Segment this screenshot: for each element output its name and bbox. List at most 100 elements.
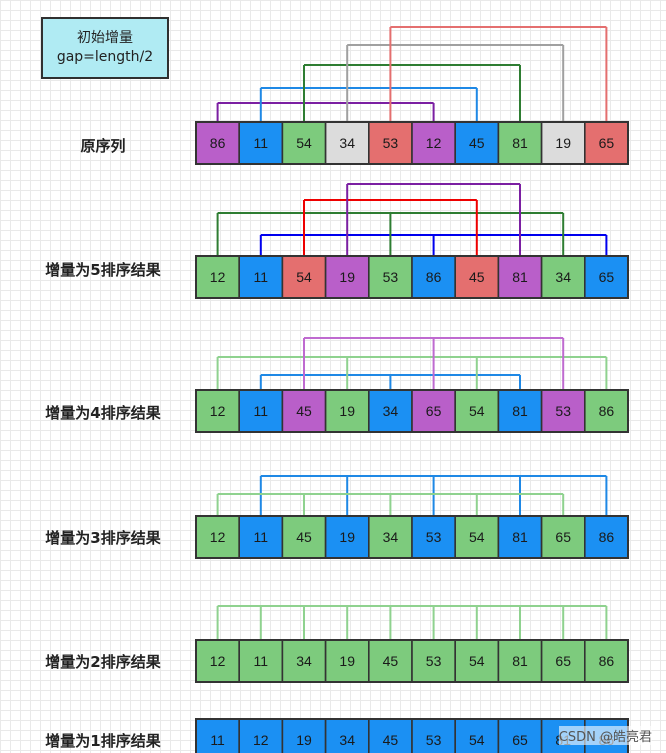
cell-value-r2-c3: 19 (339, 403, 355, 419)
cell-value-r5-c4: 45 (383, 732, 399, 748)
cell-value-r3-c7: 81 (512, 529, 528, 545)
cell-value-r3-c2: 45 (296, 529, 312, 545)
cell-value-r2-c5: 65 (426, 403, 442, 419)
bracket-r2-purple (303, 337, 565, 390)
bracket-r0-blue (259, 87, 478, 122)
bracket-r1-green (216, 212, 565, 256)
cell-r0-c1 (238, 121, 284, 165)
cell-value-r2-c4: 34 (383, 403, 399, 419)
cell-r3-c2 (281, 515, 327, 559)
bracket-r4-green (216, 605, 608, 640)
cell-value-r3-c1: 11 (254, 529, 269, 545)
cell-value-r2-c8: 53 (555, 403, 571, 419)
cell-value-r4-c1: 11 (254, 653, 269, 669)
cell-value-r3-c8: 65 (555, 529, 571, 545)
cell-value-r3-c0: 12 (210, 529, 226, 545)
cell-value-r2-c2: 45 (296, 403, 312, 419)
cell-value-r5-c5: 53 (426, 732, 442, 748)
cell-r1-c4 (367, 255, 413, 299)
cell-r0-c6 (454, 121, 500, 165)
cell-r2-c7 (497, 389, 543, 433)
cell-value-r5-c1: 12 (253, 732, 269, 748)
cell-value-r1-c4: 53 (383, 269, 399, 285)
row-label-gap5: 增量为5排序结果 (45, 261, 161, 279)
cell-value-r0-c6: 45 (469, 135, 485, 151)
bracket-r0-red (389, 26, 608, 122)
row-border-3 (195, 515, 629, 559)
cell-value-r4-c3: 19 (339, 653, 355, 669)
cell-value-r3-c9: 86 (599, 529, 615, 545)
cell-value-r0-c1: 11 (254, 135, 269, 151)
row-label-gap4: 增量为4排序结果 (45, 404, 161, 422)
row-label-gap3: 增量为3排序结果 (45, 529, 161, 547)
cell-r2-c8 (540, 389, 586, 433)
row-border-2 (195, 389, 629, 433)
cell-value-r0-c8: 19 (555, 135, 571, 151)
row-label-gap1: 增量为1排序结果 (45, 732, 161, 750)
cell-value-r2-c7: 81 (512, 403, 528, 419)
cell-value-r1-c2: 54 (296, 269, 312, 285)
cell-value-r1-c3: 19 (339, 269, 355, 285)
cell-r5-c5 (411, 718, 457, 753)
cell-value-r2-c0: 12 (210, 403, 226, 419)
row-border-1 (195, 255, 629, 299)
cell-value-r0-c7: 81 (512, 135, 528, 151)
cell-value-r1-c1: 11 (254, 269, 269, 285)
cell-value-r1-c5: 86 (426, 269, 442, 285)
cell-value-r0-c9: 65 (599, 135, 615, 151)
cell-value-r0-c4: 53 (383, 135, 399, 151)
initial-gap-formula: gap=length/2 (56, 49, 154, 65)
cell-r1-c3 (324, 255, 370, 299)
initial-gap-box: 初始增量 gap=length/2 (41, 17, 169, 79)
cell-r2-c4 (367, 389, 413, 433)
cell-r1-c6 (454, 255, 500, 299)
row-border-0 (195, 121, 629, 165)
cell-value-r1-c0: 12 (210, 269, 226, 285)
cell-value-r4-c9: 86 (599, 653, 615, 669)
cell-value-r4-c5: 53 (426, 653, 442, 669)
bracket-r0-green (303, 64, 521, 122)
cell-value-r1-c6: 45 (469, 269, 485, 285)
cell-value-r1-c7: 81 (512, 269, 528, 285)
bracket-r2-blue (259, 374, 521, 390)
cell-value-r4-c2: 34 (296, 653, 312, 669)
cell-r3-c5 (411, 515, 457, 559)
cell-value-r0-c2: 54 (296, 135, 312, 151)
watermark: CSDN @皓亮君 (558, 726, 652, 745)
cell-value-r2-c6: 54 (469, 403, 485, 419)
cell-value-r3-c4: 34 (383, 529, 399, 545)
cell-value-r2-c1: 11 (254, 403, 269, 419)
cell-r4-c5 (411, 639, 457, 683)
bracket-r1-purple (346, 183, 521, 256)
cell-value-r5-c6: 54 (469, 732, 485, 748)
bracket-r3-blue (259, 475, 608, 516)
row-label-original: 原序列 (80, 137, 126, 155)
cell-r1-c7 (497, 255, 543, 299)
cell-r4-c1 (238, 639, 284, 683)
cell-value-r5-c2: 19 (296, 732, 312, 748)
cell-value-r4-c7: 81 (512, 653, 528, 669)
cell-r5-c7 (497, 718, 543, 753)
cell-value-r4-c6: 54 (469, 653, 485, 669)
bracket-r1-blue (259, 234, 608, 256)
cell-value-r5-c0: 11 (210, 732, 225, 748)
cell-value-r3-c6: 54 (469, 529, 485, 545)
cell-r4-c4 (367, 639, 413, 683)
cell-value-r5-c7: 65 (512, 732, 528, 748)
cell-value-r3-c3: 19 (339, 529, 355, 545)
cell-value-r4-c0: 12 (210, 653, 226, 669)
cell-value-r5-c3: 34 (339, 732, 355, 748)
bracket-r0-purple (216, 102, 435, 122)
initial-gap-title: 初始增量 (77, 30, 133, 46)
cell-value-r1-c8: 34 (555, 269, 571, 285)
cell-value-r2-c9: 86 (599, 403, 615, 419)
bracket-r2-green (216, 356, 608, 390)
cell-value-r4-c8: 65 (555, 653, 571, 669)
bracket-r0-gray (346, 44, 565, 122)
cell-value-r0-c5: 12 (426, 135, 442, 151)
cell-r5-c1 (238, 718, 284, 753)
cell-r5-c3 (324, 718, 370, 753)
row-label-gap2: 增量为2排序结果 (45, 653, 161, 671)
cell-value-r3-c5: 53 (426, 529, 442, 545)
